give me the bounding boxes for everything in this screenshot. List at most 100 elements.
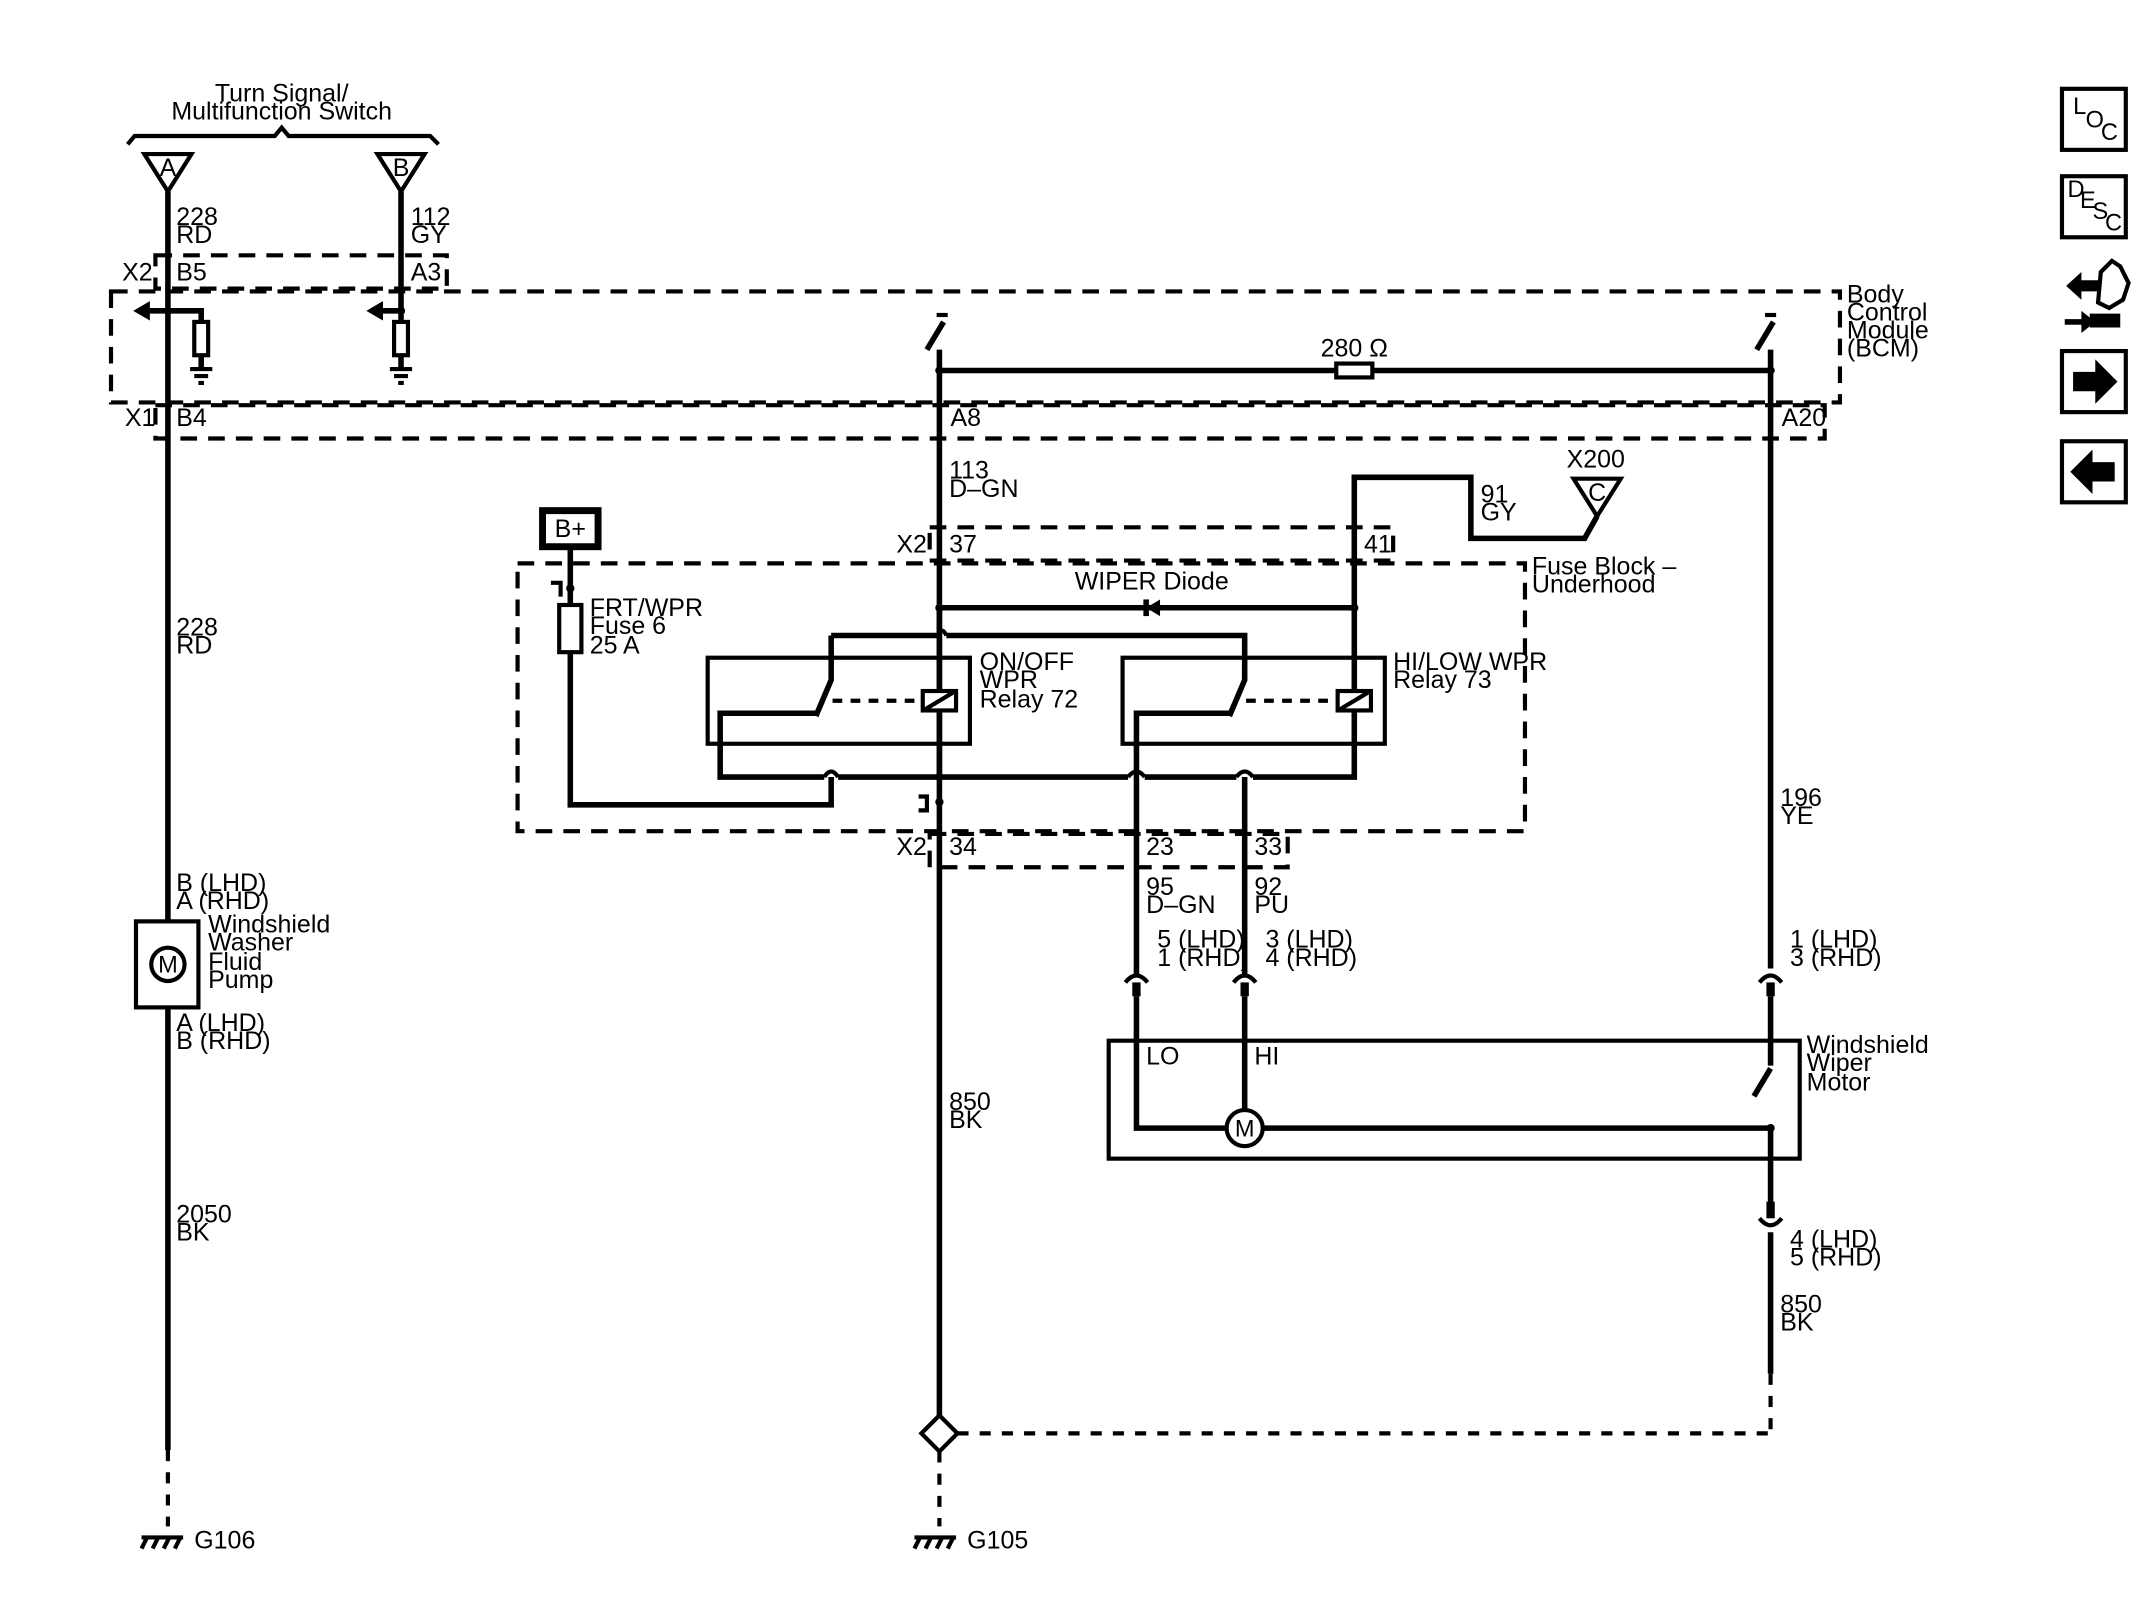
wiper-motor-hi-label: HI <box>1254 1042 1279 1070</box>
wiper-diode-icon <box>1146 599 1161 617</box>
bcm-ground-icon <box>389 367 413 386</box>
wire-91-color: GY <box>1481 498 1517 526</box>
wiper-motor-name-line2: Wiper <box>1807 1049 1872 1077</box>
fuse-block-name-line2: Underhood <box>1532 571 1656 599</box>
relay-72-line2: WPR <box>980 666 1038 694</box>
wire-228b-number: 228 <box>176 614 218 642</box>
fb-pin-37: 37 <box>949 530 977 558</box>
wire-92-number: 92 <box>1254 873 1282 901</box>
switch-name-line2: Multifunction Switch <box>171 97 392 125</box>
wire-196-color: YE <box>1780 802 1813 830</box>
fuse-label-line3: 25 A <box>590 632 640 660</box>
switch-pin-b: B <box>393 154 410 182</box>
svg-text:S: S <box>2093 198 2109 224</box>
svg-text:L: L <box>2073 93 2086 119</box>
bcm-x1-a8: A8 <box>951 404 982 432</box>
wire-228-number: 228 <box>176 203 218 231</box>
pump-pin-bot-lhd: A (LHD) <box>176 1009 265 1037</box>
fuse-block-x2-bottom-outline <box>927 831 1290 870</box>
ground-g106: G106 <box>139 1527 255 1555</box>
relay-73-line1: HI/LOW WPR <box>1393 648 1547 676</box>
svg-text:D: D <box>2068 176 2085 202</box>
park-switch-contact <box>1751 1067 1773 1098</box>
bcm-x1-connector-outline <box>153 403 1827 441</box>
bcm-x2-connector-outline <box>153 253 449 291</box>
x200-pin: C <box>1588 479 1606 507</box>
ground-splice-icon <box>918 1412 961 1455</box>
bcm-280-ohm-resistor <box>1334 361 1375 380</box>
connector-view-button[interactable] <box>2064 258 2131 334</box>
relay-72-contact <box>813 635 834 718</box>
bcm-name-line1: Body <box>1847 280 1904 308</box>
x200-connector: X200 C <box>1567 446 1625 521</box>
pin-ground-connector-icon <box>1757 1216 1784 1228</box>
wiper-motor-name-line1: Windshield <box>1807 1031 1929 1059</box>
bcm-pulldown-resistor-b <box>391 319 411 358</box>
bcm-x1-label: X1 <box>125 404 156 432</box>
pump-motor-icon <box>149 945 187 984</box>
pump-pin-top-rhd: A (RHD) <box>176 887 269 915</box>
wire-228b-color: RD <box>176 632 212 660</box>
wiper-motor-name-line3: Motor <box>1807 1069 1871 1097</box>
pin-ground-lhd: 4 (LHD) <box>1790 1225 1877 1253</box>
bcm-ground-icon <box>190 367 213 386</box>
previous-page-button[interactable] <box>2059 439 2128 505</box>
location-button[interactable]: L O C <box>2059 86 2128 152</box>
ground-g105-icon <box>912 1535 957 1550</box>
pin-park-rhd: 3 (RHD) <box>1790 944 1882 972</box>
wire-2050-color: BK <box>176 1219 210 1247</box>
wire-850a-number: 850 <box>949 1088 991 1116</box>
next-page-button[interactable] <box>2059 348 2128 415</box>
wire-95-number: 95 <box>1146 873 1174 901</box>
bcm-input-arrow-icon <box>133 301 150 321</box>
x200-pin-triangle <box>1569 476 1625 521</box>
description-icon: D E S C <box>2068 176 2122 235</box>
bcm-resistor-label: 280 Ω <box>1321 335 1388 363</box>
wire-196-number: 196 <box>1780 784 1822 812</box>
pin-park-lhd: 1 (LHD) <box>1790 926 1877 954</box>
wire-850b-color: BK <box>1780 1309 1814 1337</box>
wire-2050-number: 2050 <box>176 1200 232 1228</box>
wire-92-color: PU <box>1254 891 1289 919</box>
pin-lo-rhd: 1 (RHD) <box>1157 944 1249 972</box>
ground-g105-label: G105 <box>967 1527 1028 1555</box>
svg-text:C: C <box>2101 119 2118 145</box>
wire-112-number: 112 <box>411 203 451 231</box>
pin-lo-connector-icon <box>1123 973 1150 984</box>
switch-bracket <box>126 124 440 146</box>
wire-228-color: RD <box>176 221 212 249</box>
x200-label: X200 <box>1567 446 1625 474</box>
relay-72-line1: ON/OFF <box>980 648 1074 676</box>
description-button[interactable]: D E S C <box>2059 174 2128 240</box>
svg-text:C: C <box>2105 209 2122 235</box>
pump-name-line3: Fluid <box>208 948 262 976</box>
pin-park-connector-icon <box>1757 973 1784 984</box>
pin-hi-connector-icon <box>1231 973 1258 984</box>
pump-pin-top-lhd: B (LHD) <box>176 869 266 897</box>
wiper-diode-label: WIPER Diode <box>1075 568 1229 596</box>
fuse-block-name-line1: Fuse Block – <box>1532 552 1676 580</box>
pin-lo-lhd: 5 (LHD) <box>1157 926 1244 954</box>
windshield-wiper-motor: Windshield Wiper Motor LO HI M <box>1106 996 1929 1210</box>
fuse-6-icon <box>557 602 584 655</box>
switch-name-line1: Turn Signal/ <box>215 79 349 107</box>
pump-name-line1: Windshield <box>208 910 330 938</box>
pump-name-line2: Washer <box>208 929 293 957</box>
bcm-pulldown-resistor-a <box>192 319 211 358</box>
fuse-block-x2-top-outline <box>927 525 1396 563</box>
fuse-block-underhood: X2 37 41 Fuse Block – Underhood X2 34 23… <box>515 507 1676 870</box>
battery-label: B+ <box>555 515 586 543</box>
pump-pin-bot-rhd: B (RHD) <box>176 1027 270 1055</box>
pin-hi-lhd: 3 (LHD) <box>1265 926 1352 954</box>
fb-x2-top-label: X2 <box>896 530 927 558</box>
bcm-name-line3: Module <box>1847 317 1929 345</box>
fb-pin-34: 34 <box>949 833 977 861</box>
pump-name-line4: Pump <box>208 966 273 994</box>
bcm-x2-label: X2 <box>122 258 153 286</box>
switch-pin-b-triangle <box>373 151 429 196</box>
ground-g106-label: G106 <box>194 1527 255 1555</box>
connector-icon <box>2064 258 2131 334</box>
bcm-input-arrow-icon <box>366 301 383 321</box>
pin-hi-rhd: 4 (RHD) <box>1265 944 1357 972</box>
ground-g105: G105 <box>912 1527 1028 1555</box>
